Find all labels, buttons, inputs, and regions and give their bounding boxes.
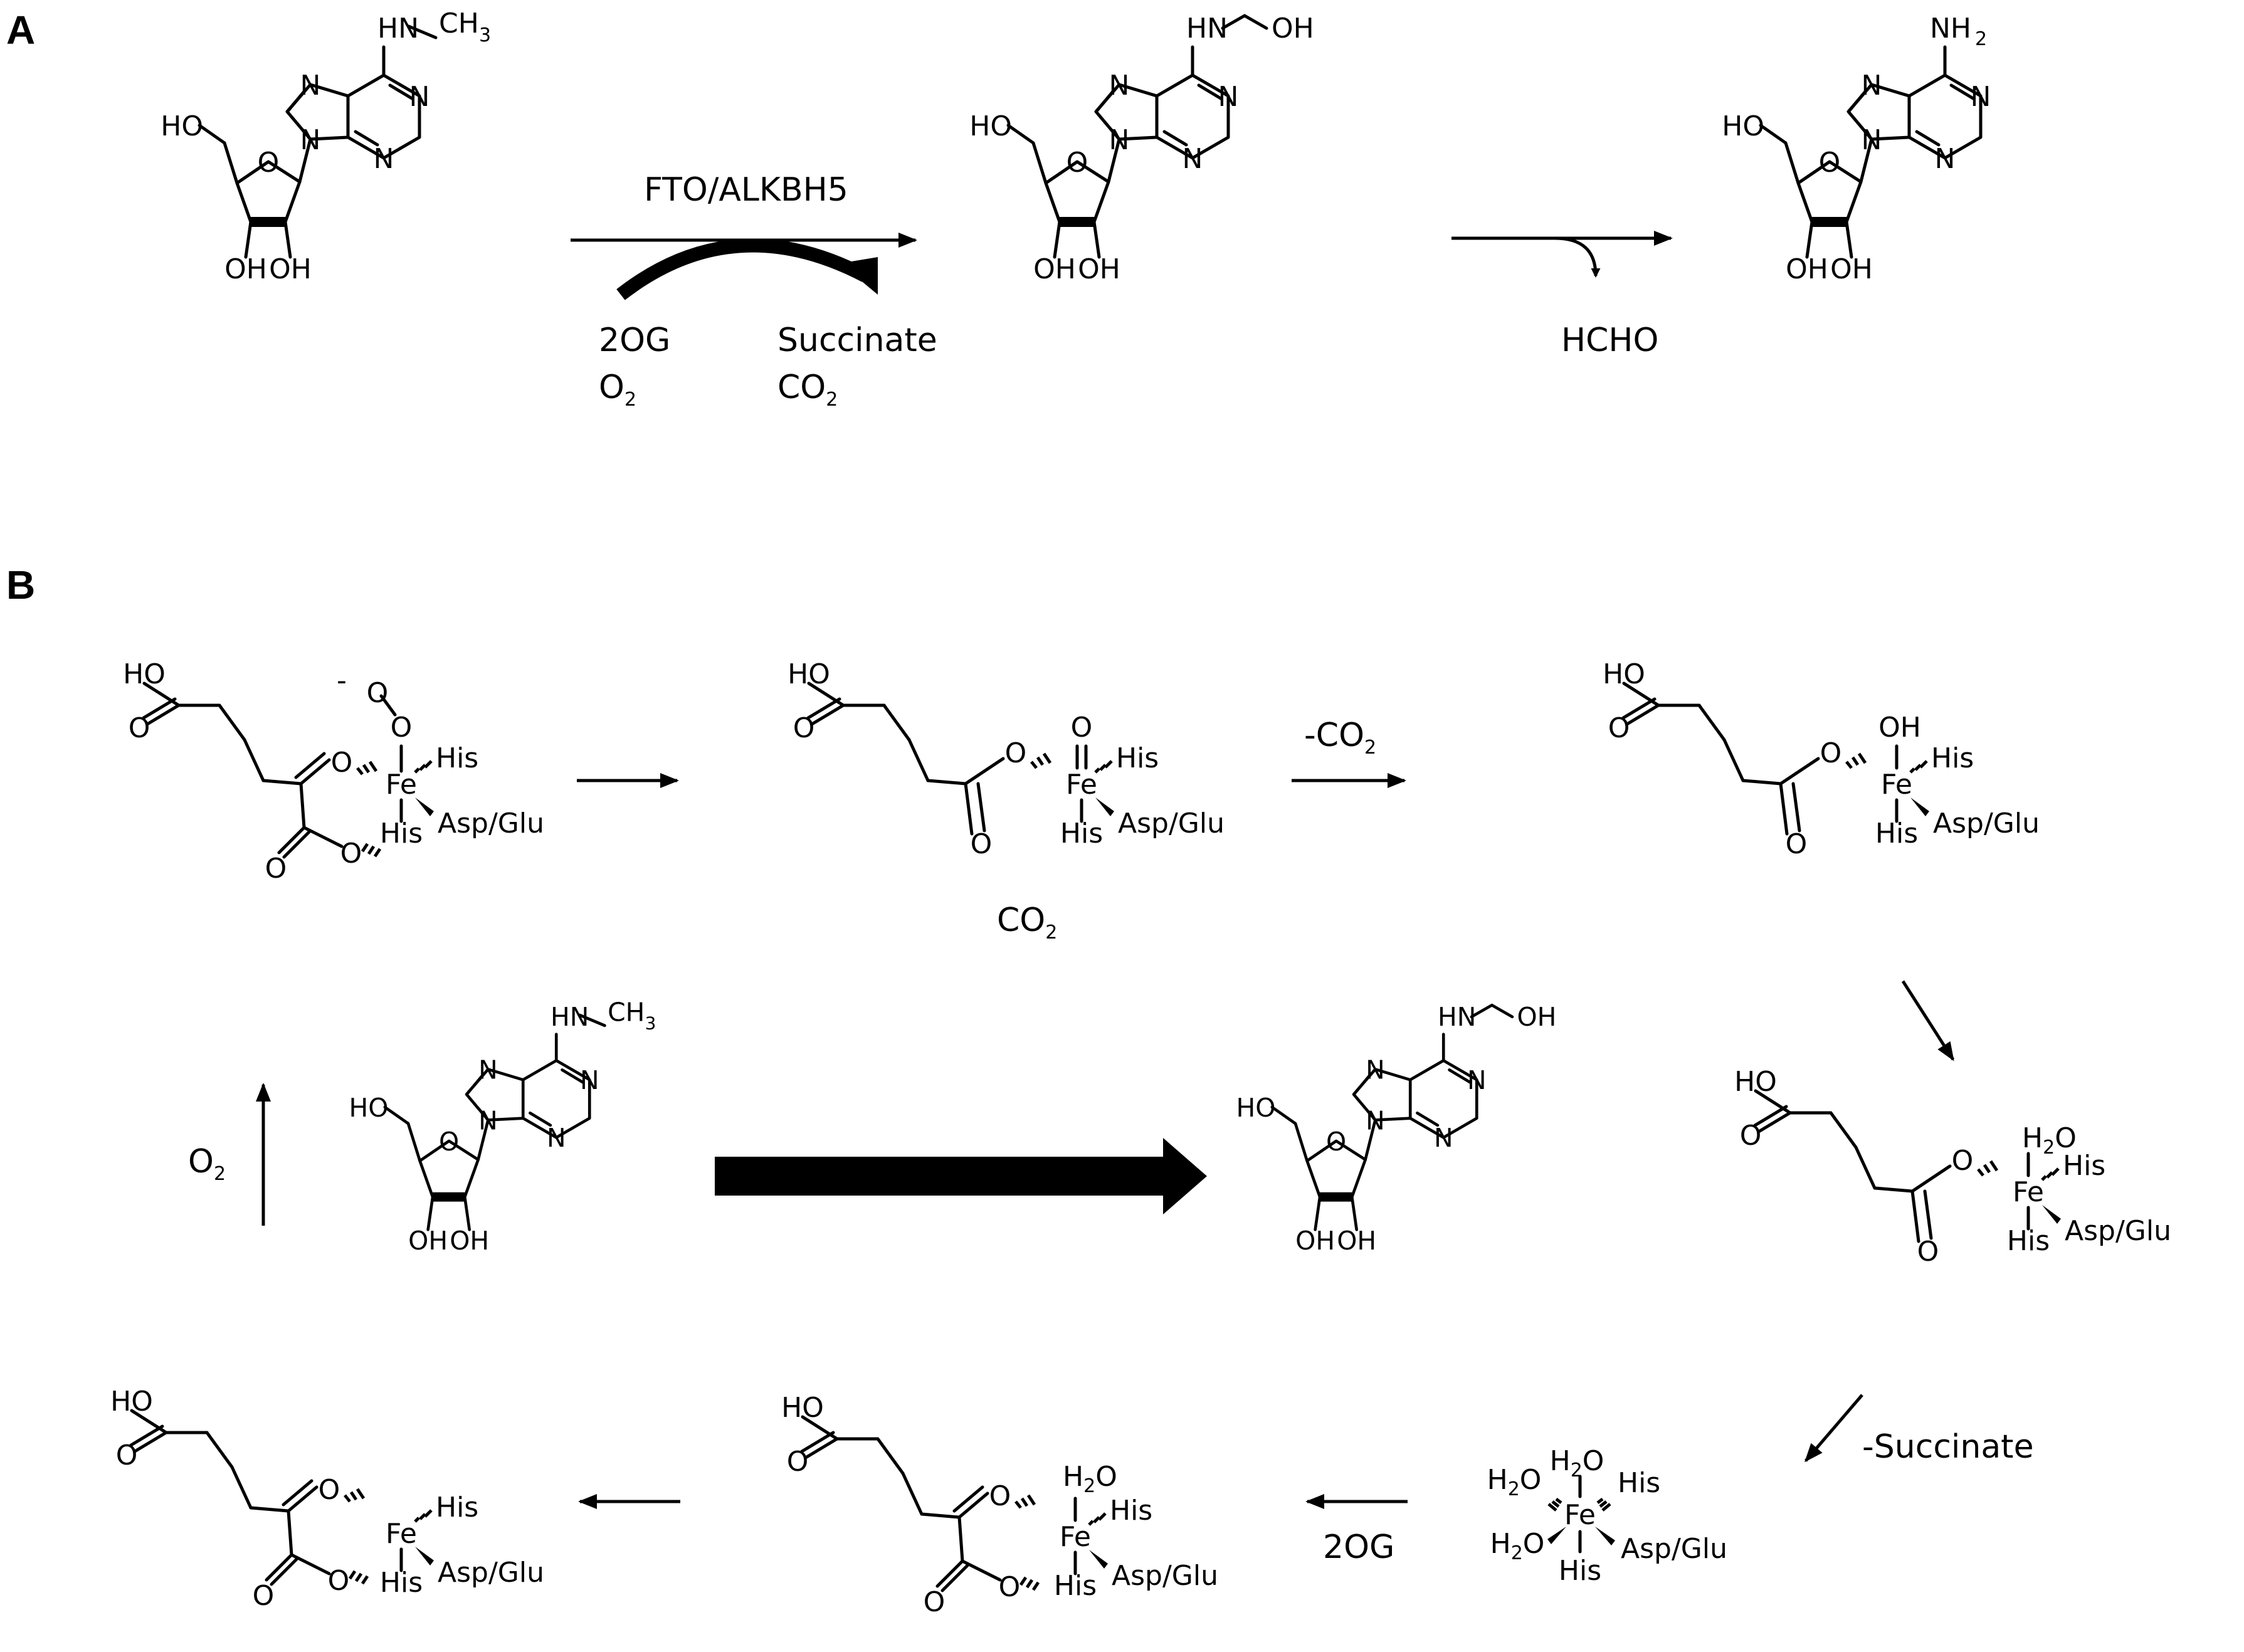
svg-text:O: O: [253, 1580, 275, 1612]
svg-text:O: O: [391, 712, 413, 744]
cosubstrate-2og: 2OG: [599, 322, 670, 359]
panel-a-label: A: [6, 8, 35, 53]
svg-text:HN: HN: [1186, 13, 1228, 45]
svg-text:HN: HN: [377, 13, 419, 45]
svg-text:H2O: H2O: [1490, 1528, 1545, 1564]
hydroxylation-bold-arrow: [715, 1138, 1207, 1214]
svg-text:O: O: [328, 1565, 350, 1597]
svg-text:O: O: [971, 828, 993, 860]
svg-text:Asp/Glu: Asp/Glu: [1621, 1533, 1727, 1565]
svg-text:OH: OH: [1272, 13, 1314, 45]
svg-text:His: His: [1618, 1467, 1660, 1499]
fe-superoxo-2og-complex: O O O O O -: [123, 658, 544, 885]
svg-text:O: O: [999, 1571, 1021, 1603]
panel-b-label: B: [6, 562, 35, 608]
svg-text:O: O: [1071, 712, 1093, 744]
step-succinate-label: -Succinate: [1862, 1428, 2034, 1466]
svg-text:HN: HN: [550, 1002, 589, 1032]
svg-text:-: -: [337, 665, 347, 697]
m6a-substrate-center: HN CH 3: [349, 997, 656, 1256]
product-succinate: Succinate: [777, 322, 937, 359]
svg-text:HN: HN: [1438, 1002, 1476, 1032]
2og-binding-arrow: 2OG: [1305, 1494, 1408, 1566]
svg-text:CH: CH: [608, 997, 645, 1027]
svg-text:O: O: [1820, 737, 1842, 769]
svg-text:O: O: [1952, 1145, 1974, 1177]
svg-text:OH: OH: [1878, 712, 1921, 744]
succinate-release-arrow: -Succinate: [1804, 1394, 2034, 1466]
hm6a-product-center: HN OH: [1236, 1002, 1556, 1256]
step-2og-label: 2OG: [1323, 1528, 1394, 1566]
fe-aqua-succinate-complex: O O H2O: [1734, 1066, 2171, 1268]
svg-text:OH: OH: [1517, 1002, 1556, 1032]
svg-text:2: 2: [1975, 28, 1987, 50]
byproduct-hcho: HCHO: [1561, 322, 1658, 359]
fto-alkbh5-reaction-arrow: FTO/ALKBH5 2OG O2 Succinate CO2: [571, 171, 937, 411]
svg-text:CH: CH: [439, 8, 479, 39]
svg-text:His: His: [1559, 1555, 1601, 1587]
svg-text:O: O: [319, 1474, 340, 1506]
cosubstrate-o2: O2: [599, 369, 636, 411]
enzyme-label: FTO/ALKBH5: [644, 171, 848, 209]
step-co2-label: -CO2: [1304, 717, 1376, 759]
fe-hydroxo-intermediate: O O OH: [1603, 658, 2040, 860]
step-arrow-down-right: [1901, 980, 1955, 1061]
svg-text:O: O: [1005, 737, 1027, 769]
svg-text:O: O: [989, 1480, 1011, 1512]
released-co2: CO2: [997, 902, 1057, 944]
hcho-release-arrow: HCHO: [1451, 231, 1673, 359]
svg-text:O: O: [367, 677, 389, 709]
svg-text:H2O: H2O: [2022, 1122, 2077, 1159]
svg-text:O: O: [1786, 828, 1808, 860]
svg-text:O: O: [265, 853, 287, 885]
decarboxylation-arrow: -CO2: [1292, 717, 1406, 788]
fe-2og-aqua-complex: O O O H2O: [781, 1392, 1218, 1618]
fe-2og-complex: O O O: [110, 1386, 544, 1612]
ferryl-intermediate: O O O CO2: [788, 658, 1225, 944]
svg-text:H2O: H2O: [1063, 1461, 1117, 1497]
svg-text:H2O: H2O: [1487, 1464, 1542, 1500]
svg-text:O: O: [924, 1586, 946, 1618]
svg-text:Fe: Fe: [1564, 1499, 1596, 1531]
step-o2-label: O2: [188, 1143, 226, 1185]
hm6a-structure: HN OH: [969, 13, 1314, 285]
svg-text:O: O: [331, 747, 353, 779]
o2-binding-arrow: O2: [188, 1083, 271, 1226]
adenosine-structure: NH 2: [1722, 13, 1991, 285]
svg-text:3: 3: [645, 1013, 656, 1033]
resting-iron-center: Fe H2O H2O H2O His Asp/Glu His: [1487, 1445, 1727, 1587]
svg-text:H2O: H2O: [1550, 1445, 1604, 1481]
svg-text:O: O: [1917, 1236, 1939, 1268]
m6a-structure: HN CH 3: [161, 8, 491, 285]
svg-text:NH: NH: [1930, 13, 1971, 45]
svg-text:3: 3: [479, 24, 491, 46]
product-co2: CO2: [777, 369, 838, 411]
svg-text:O: O: [340, 838, 362, 870]
